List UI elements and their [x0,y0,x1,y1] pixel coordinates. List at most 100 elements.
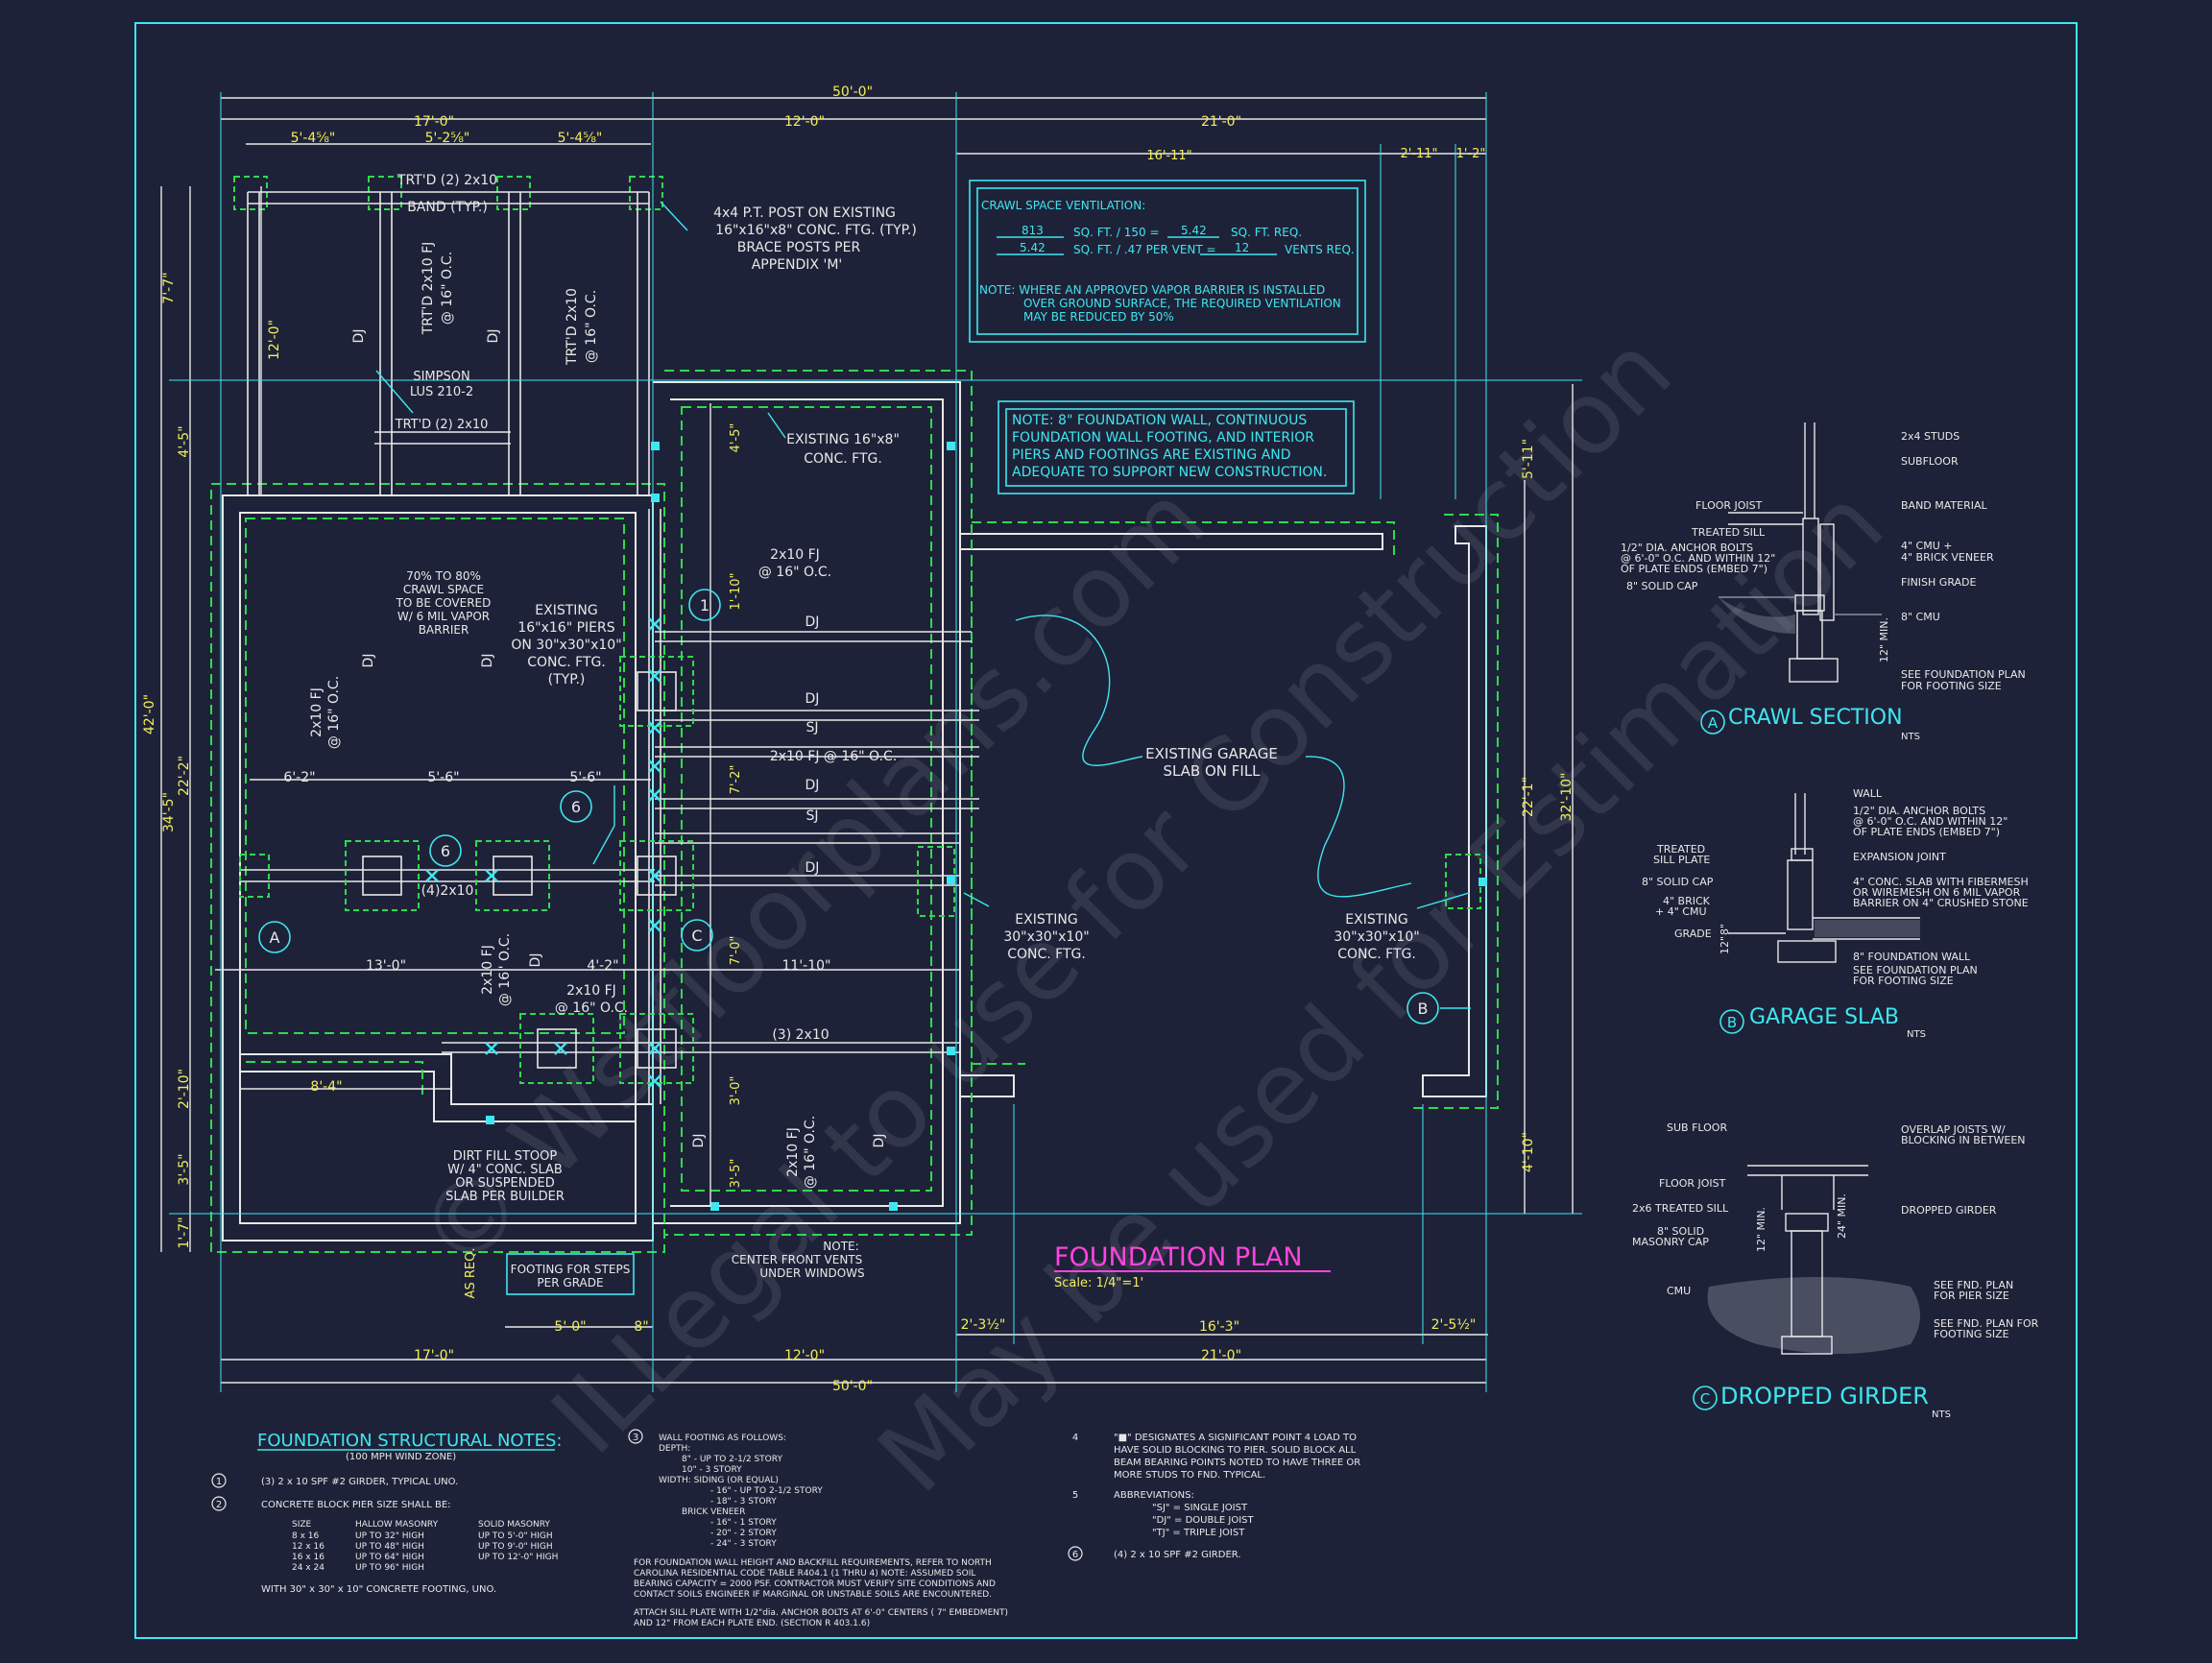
note-5: ABBREVIATIONS: "SJ" = SINGLE JOIST "DJ" … [1114,1490,1255,1538]
steps-note: FOOTING FOR STEPS PER GRADE [511,1263,631,1289]
svg-text:@ 16" O.C.: @ 16" O.C. [555,1000,628,1016]
svg-text:NOTE: WHERE AN APPROVED VAPOR: NOTE: WHERE AN APPROVED VAPOR BARRIER IS… [979,283,1325,297]
svg-text:OVER GROUND SURFACE, THE REQUI: OVER GROUND SURFACE, THE REQUIRED VENTIL… [1023,297,1341,310]
detail-b-labels: WALL 1/2" DIA. ANCHOR BOLTS @ 6'-0" O.C.… [1642,787,2029,987]
svg-text:UP TO 96" HIGH: UP TO 96" HIGH [355,1563,424,1573]
section-tags [258,589,1439,1024]
svg-text:CONC. FTG.: CONC. FTG. [1337,947,1416,962]
tag-letters: A C B 1 6 6 [270,596,1429,1018]
dim-porch-12: 12'-0" [267,320,282,360]
vent-row-1: 813 SQ. FT. / 150 = 5.42 SQ. FT. REQ. [1022,224,1302,239]
svg-text:@ 16" O.C.: @ 16" O.C. [326,676,342,749]
svg-text:@ 16" O.C.: @ 16" O.C. [497,933,513,1006]
svg-text:EXPANSION JOINT: EXPANSION JOINT [1853,851,1946,863]
dim-left-2: 2'-10" [177,1069,192,1109]
svg-text:12 x 16: 12 x 16 [292,1542,325,1552]
detail-c-tag [1693,1386,1718,1410]
svg-text:12" MIN.: 12" MIN. [1878,617,1890,663]
svg-text:"DJ" = DOUBLE JOIST: "DJ" = DOUBLE JOIST [1152,1515,1255,1526]
svg-text:8" FOUNDATION WALL: 8" FOUNDATION WALL [1853,951,1971,963]
svg-text:MASONRY CAP: MASONRY CAP [1632,1236,1709,1248]
svg-text:MAY BE REDUCED BY 50%: MAY BE REDUCED BY 50% [1023,310,1174,324]
svg-text:OR SUSPENDED: OR SUSPENDED [455,1176,554,1191]
dim-top-right: 21'-0" [1201,114,1241,130]
svg-text:FLOOR JOIST: FLOOR JOIST [1695,499,1763,512]
dim-b-50: 5'-0" [554,1319,586,1335]
svg-text:2: 2 [216,1500,222,1510]
detail-a-graphic [1719,422,1882,683]
svg-text:B: B [1418,1000,1429,1018]
note-number-circles [211,1429,1083,1561]
svg-text:DEPTH:: DEPTH: [659,1444,690,1454]
svg-text:BEAM BEARING POINTS NOTED TO H: BEAM BEARING POINTS NOTED TO HAVE THREE … [1114,1458,1360,1468]
detail-b-title: GARAGE SLAB [1749,1005,1899,1029]
svg-text:EXISTING: EXISTING [535,603,597,618]
svg-text:DJ: DJ [528,953,543,968]
svg-text:SUB FLOOR: SUB FLOOR [1667,1121,1727,1134]
dim-mid-72: 7'-2" [729,765,743,795]
dim-h-1110: 11'-10" [782,958,831,974]
fj-left-v-note: 2x10 FJ @ 16" O.C. [309,676,342,749]
piers-note: EXISTING 16"x16" PIERS ON 30"x30"x10" CO… [511,603,621,687]
svg-text:@ 16" O.C.: @ 16" O.C. [584,290,599,363]
detail-c-letter: C [1700,1390,1710,1408]
svg-text:TREATED SILL: TREATED SILL [1691,526,1766,539]
post-note: 4x4 P.T. POST ON EXISTING 16"x16"x8" CON… [713,205,917,273]
svg-text:@ 6'-0" O.C. AND WITHIN 12": @ 6'-0" O.C. AND WITHIN 12" [1853,815,2008,828]
svg-text:SEE FOUNDATION PLAN: SEE FOUNDATION PLAN [1853,964,1978,976]
svg-text:W/ 6 MIL VAPOR: W/ 6 MIL VAPOR [397,610,490,623]
svg-text:WALL: WALL [1853,787,1883,800]
svg-text:TREATED: TREATED [1656,843,1705,856]
detail-a-title: CRAWL SECTION [1728,706,1903,730]
svg-text:SILL PLATE: SILL PLATE [1653,854,1710,866]
pier-table-header: SIZE HALLOW MASONRY SOLID MASONRY [292,1520,550,1530]
dim-left-3: 3'-5" [177,1153,192,1185]
svg-text:2x4 STUDS: 2x4 STUDS [1901,430,1960,443]
svg-text:UP TO 9'-0" HIGH: UP TO 9'-0" HIGH [478,1542,553,1552]
svg-text:30"x30"x10": 30"x30"x10" [1003,929,1089,945]
svg-text:(TYP.): (TYP.) [548,672,586,687]
svg-text:EXISTING: EXISTING [1345,912,1407,928]
ventilation-box [969,180,1366,343]
svg-text:12": 12" [1719,936,1731,954]
svg-text:6: 6 [441,842,450,860]
svg-text:CAROLINA RESIDENTIAL CODE TABL: CAROLINA RESIDENTIAL CODE TABLE R404.1 (… [634,1569,975,1579]
dim-left-1: 1'-7" [177,1217,192,1248]
dim-left-42: 42'-0" [142,694,157,735]
dim-garage-b: 2'-11" [1400,147,1437,161]
svg-text:SUBFLOOR: SUBFLOOR [1901,455,1959,468]
svg-text:DJ: DJ [805,860,820,876]
svg-text:2x10 FJ: 2x10 FJ [770,547,820,563]
svg-text:FLOOR JOIST: FLOOR JOIST [1659,1177,1726,1190]
svg-text:FOR FOOTING SIZE: FOR FOOTING SIZE [1853,975,1954,987]
svg-text:LUS 210-2: LUS 210-2 [410,385,473,399]
svg-text:ABBREVIATIONS:: ABBREVIATIONS: [1114,1490,1194,1501]
garage-slab-note: EXISTING GARAGE SLAB ON FILL [1145,745,1278,780]
dim-porch-c: 5'-4⅝" [558,131,603,146]
svg-text:MORE STUDS TO FND. TYPICAL.: MORE STUDS TO FND. TYPICAL. [1114,1470,1265,1481]
dim-left-4: 4'-5" [177,425,192,457]
pier-table-row: 8 x 16 UP TO 32" HIGH UP TO 5'-0" HIGH 1… [292,1531,558,1573]
svg-text:BARRIER ON 4" CRUSHED STONE: BARRIER ON 4" CRUSHED STONE [1853,897,2029,909]
svg-text:DJ: DJ [872,1134,887,1148]
svg-text:1/2" DIA. ANCHOR BOLTS: 1/2" DIA. ANCHOR BOLTS [1621,542,1753,554]
plan-scale: Scale: 1/4"=1' [1054,1276,1143,1290]
svg-text:DROPPED GIRDER: DROPPED GIRDER [1901,1204,1997,1217]
svg-text:UP TO 32" HIGH: UP TO 32" HIGH [355,1531,424,1541]
piers [362,671,677,1069]
svg-text:FOR PIER SIZE: FOR PIER SIZE [1934,1289,2009,1302]
svg-text:8" SOLID: 8" SOLID [1657,1225,1704,1238]
existing-ftg-note: EXISTING 16"x8" CONC. FTG. [786,432,900,467]
svg-text:24" MIN.: 24" MIN. [1836,1193,1848,1239]
svg-text:4" BRICK: 4" BRICK [1663,895,1711,907]
svg-text:OVERLAP JOISTS W/: OVERLAP JOISTS W/ [1901,1123,2006,1136]
fj-left-note: TRT'D 2x10 FJ @ 16" O.C. [421,242,455,336]
svg-text:- 24" - 3 STORY: - 24" - 3 STORY [710,1539,777,1549]
svg-text:DIRT FILL STOOP: DIRT FILL STOOP [453,1149,558,1164]
svg-text:PIERS AND FOOTINGS ARE EXISTIN: PIERS AND FOOTINGS ARE EXISTING AND [1012,447,1291,463]
svg-text:DJ: DJ [691,1134,707,1148]
svg-text:TRT'D 2x10: TRT'D 2x10 [565,288,580,366]
vent-note: NOTE: WHERE AN APPROVED VAPOR BARRIER IS… [979,283,1341,324]
detail-c-title: DROPPED GIRDER [1720,1383,1929,1410]
detail-c-graphic [1747,1165,1868,1355]
